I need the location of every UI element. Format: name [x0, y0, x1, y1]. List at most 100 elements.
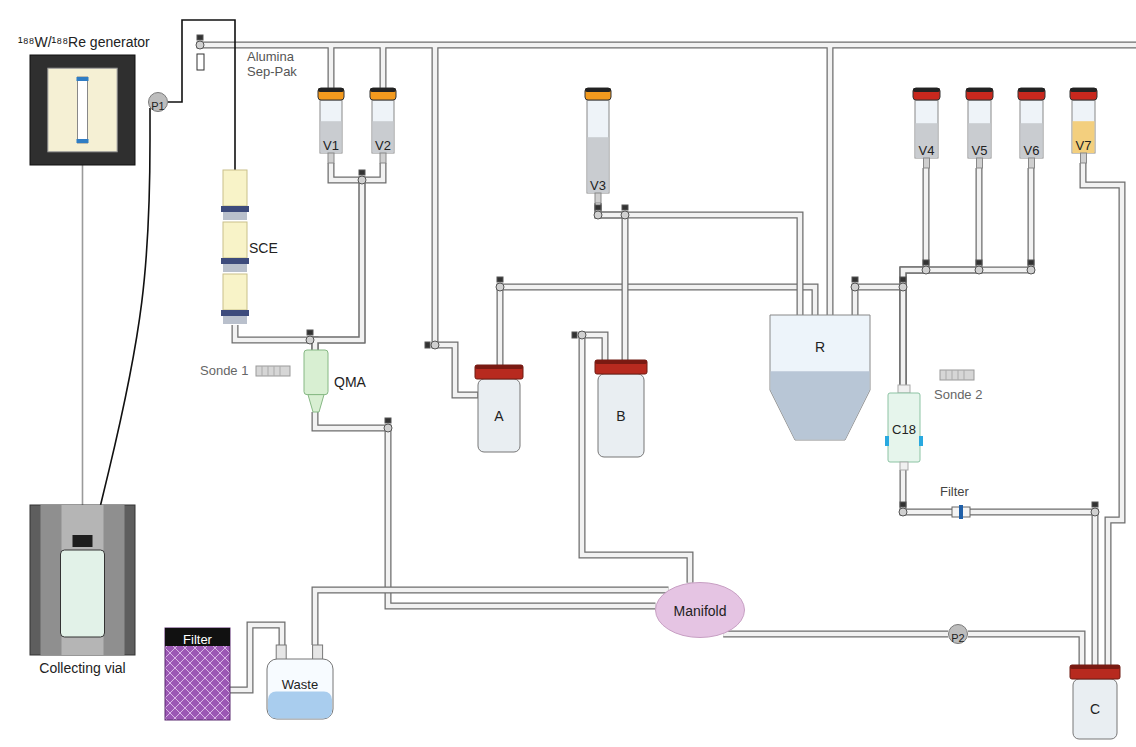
node-label: A	[494, 408, 503, 424]
node-label: ¹⁸⁸W/¹⁸⁸Re generator	[18, 34, 150, 50]
shape-part	[73, 535, 93, 547]
tube-bore	[598, 203, 625, 360]
shape-part	[915, 100, 938, 158]
tube-bore	[582, 335, 690, 583]
shape-part	[304, 350, 328, 395]
shape-part	[968, 100, 991, 158]
sce-cartridges: SCE	[215, 170, 285, 325]
tube-outline	[315, 590, 669, 645]
shape-part	[475, 365, 523, 369]
node-label: Manifold	[674, 603, 727, 619]
probe-label: Sonde 1	[198, 364, 250, 379]
shape-part	[770, 315, 870, 440]
manifold: Manifold	[655, 582, 745, 638]
reagent-syringe: V2	[370, 88, 396, 163]
tube-bore	[903, 168, 979, 385]
tubing	[235, 325, 315, 350]
shape-part	[30, 55, 135, 165]
reagent-syringe: V4	[913, 88, 940, 168]
tube-bore	[723, 632, 948, 637]
shape-part	[373, 121, 394, 153]
tube-bore	[315, 163, 383, 350]
shape-part	[267, 659, 333, 719]
node-label: V5	[972, 144, 988, 159]
tube-outline	[315, 163, 383, 350]
shape-part	[77, 77, 89, 81]
shape-part	[595, 360, 647, 374]
shape-part	[41, 505, 125, 655]
node-label: QMA	[334, 374, 366, 390]
tubing	[903, 168, 979, 385]
reagent-syringe: V6	[1018, 88, 1045, 168]
shape-part	[900, 462, 908, 470]
pump: P1	[148, 92, 168, 112]
line-path	[168, 20, 235, 170]
shape-part	[888, 393, 920, 462]
collecting-vial-shield: Collecting vial	[30, 505, 135, 655]
shape-part	[1018, 88, 1045, 100]
shape-part	[1070, 88, 1097, 100]
node-label: B	[616, 408, 625, 424]
shape-part	[318, 88, 344, 100]
shape-part	[372, 100, 394, 153]
shape-part	[898, 385, 910, 393]
node-label: C	[1090, 701, 1100, 717]
shape-part	[1070, 665, 1120, 679]
tube-outline	[500, 287, 815, 365]
tube-bore	[315, 590, 669, 645]
shape-part	[478, 379, 520, 452]
generator-housing-shape	[30, 55, 135, 165]
shape-part	[308, 395, 324, 412]
shape-part	[77, 139, 89, 143]
collecting-vial-shield-shape	[30, 505, 135, 655]
node-label: V6	[1024, 144, 1040, 159]
tubing	[598, 203, 800, 315]
shape-part	[165, 628, 230, 720]
shape-part	[1021, 123, 1043, 158]
shape-part	[223, 212, 247, 220]
generator-housing: ¹⁸⁸W/¹⁸⁸Re generator	[30, 55, 135, 165]
vial: A	[475, 365, 523, 453]
reagent-syringe: V5	[966, 88, 993, 168]
shape-part	[320, 100, 342, 153]
shape-part	[1073, 121, 1095, 153]
tubing	[598, 203, 625, 360]
vent-filter: Filter	[165, 628, 230, 720]
shape-part	[223, 222, 247, 258]
shape-part	[1029, 158, 1035, 168]
shape-part	[1070, 665, 1120, 669]
shape-part	[62, 505, 104, 655]
sonde-1-probe	[256, 366, 290, 376]
shape-part	[595, 360, 647, 364]
shape-part	[1020, 100, 1043, 158]
vial: B	[595, 360, 647, 458]
tubing	[582, 335, 690, 583]
shape-part	[149, 93, 168, 112]
waste-bottle: Waste	[265, 645, 335, 720]
shape-part	[370, 88, 396, 92]
shape-part	[61, 550, 105, 637]
shape-part	[916, 123, 938, 158]
tubing	[723, 634, 948, 635]
shape-part	[221, 258, 249, 264]
filter-label: Filter	[938, 485, 971, 500]
valve-port	[197, 54, 204, 70]
tubing	[315, 163, 362, 350]
tubing	[315, 590, 669, 645]
shape-part	[924, 158, 930, 168]
shape-part	[913, 88, 940, 100]
shape-part	[221, 206, 249, 212]
tube-outline	[968, 634, 1082, 665]
node-label: R	[815, 339, 825, 355]
shape-part	[221, 310, 249, 316]
shape-part	[48, 68, 117, 152]
tube-bore	[235, 325, 315, 350]
shape-part	[223, 274, 247, 310]
tube-bore	[598, 203, 800, 315]
node-label: V3	[590, 179, 606, 194]
transfer-line	[82, 165, 83, 505]
shape-part	[321, 121, 342, 153]
shape-part	[318, 88, 344, 92]
tube-outline	[1083, 163, 1122, 665]
